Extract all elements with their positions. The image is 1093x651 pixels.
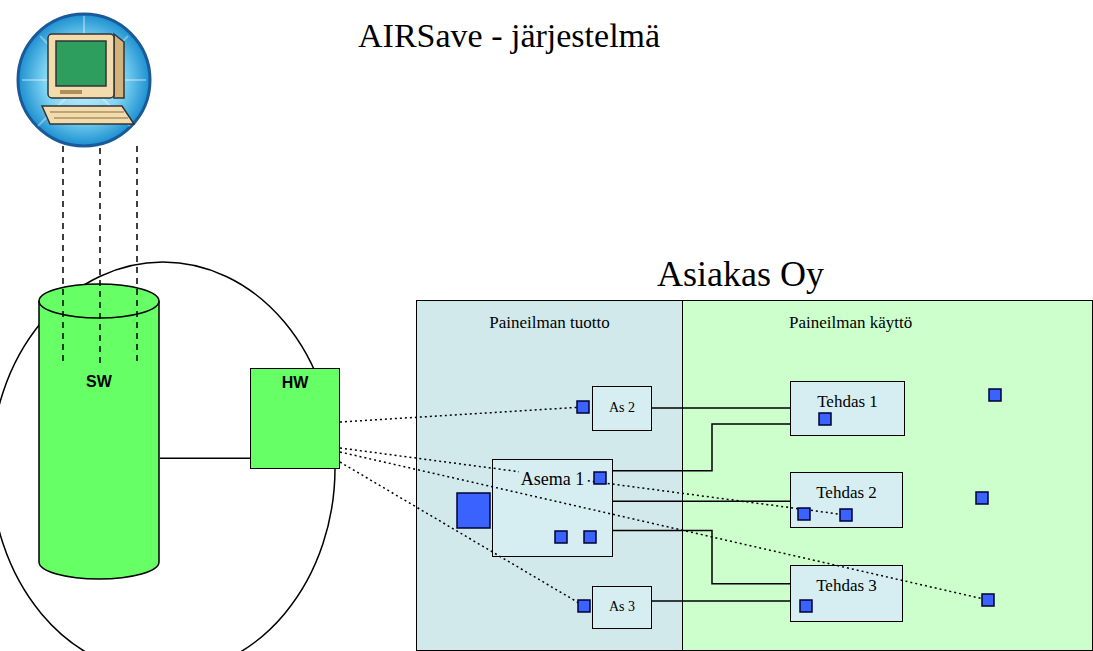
station-box: As 2 — [592, 386, 652, 431]
node-label: Paineilman käyttö — [787, 313, 914, 333]
pipe-connector — [652, 600, 790, 602]
cylinder-body — [39, 284, 159, 579]
factory-box: Tehdas 1 — [790, 381, 905, 436]
pipe-connector — [613, 531, 790, 584]
pipe-connector — [613, 424, 790, 471]
factory-box: Tehdas 3 — [790, 565, 903, 622]
node-label: SW — [84, 373, 114, 391]
production-band: Paineilman tuotto As 2 Asema 1 As 3 — [416, 300, 683, 651]
diagram-title: AIRSave - järjestelmä — [358, 16, 660, 55]
computer-icon — [18, 14, 150, 146]
cylinder-lip — [39, 301, 159, 318]
sensor-square — [457, 389, 1001, 612]
software-cylinder: SW — [38, 283, 160, 580]
node-label: Tehdas 2 — [814, 483, 879, 503]
node-label: As 3 — [607, 599, 637, 615]
data-link-dashed — [63, 146, 137, 366]
node-label: HW — [280, 374, 311, 392]
station-box: As 3 — [592, 586, 652, 629]
node-label: Asema 1 — [519, 469, 586, 490]
node-label: As 2 — [607, 400, 637, 416]
sensor-link-dotted — [340, 407, 988, 606]
node-label: Tehdas 1 — [815, 392, 880, 412]
node-label: Tehdas 3 — [814, 576, 879, 596]
area-heading: Asiakas Oy — [655, 254, 826, 295]
node-label: Paineilman tuotto — [487, 313, 611, 333]
pipe-connector — [652, 407, 790, 409]
usage-band: Paineilman käyttöTehdas 1 Tehdas 2 Tehdas … — [683, 300, 1093, 651]
cylinder-outline — [38, 283, 160, 580]
pipe-connector — [613, 500, 790, 502]
hardware-box: HW — [250, 368, 340, 469]
pipe-connector — [160, 457, 250, 459]
